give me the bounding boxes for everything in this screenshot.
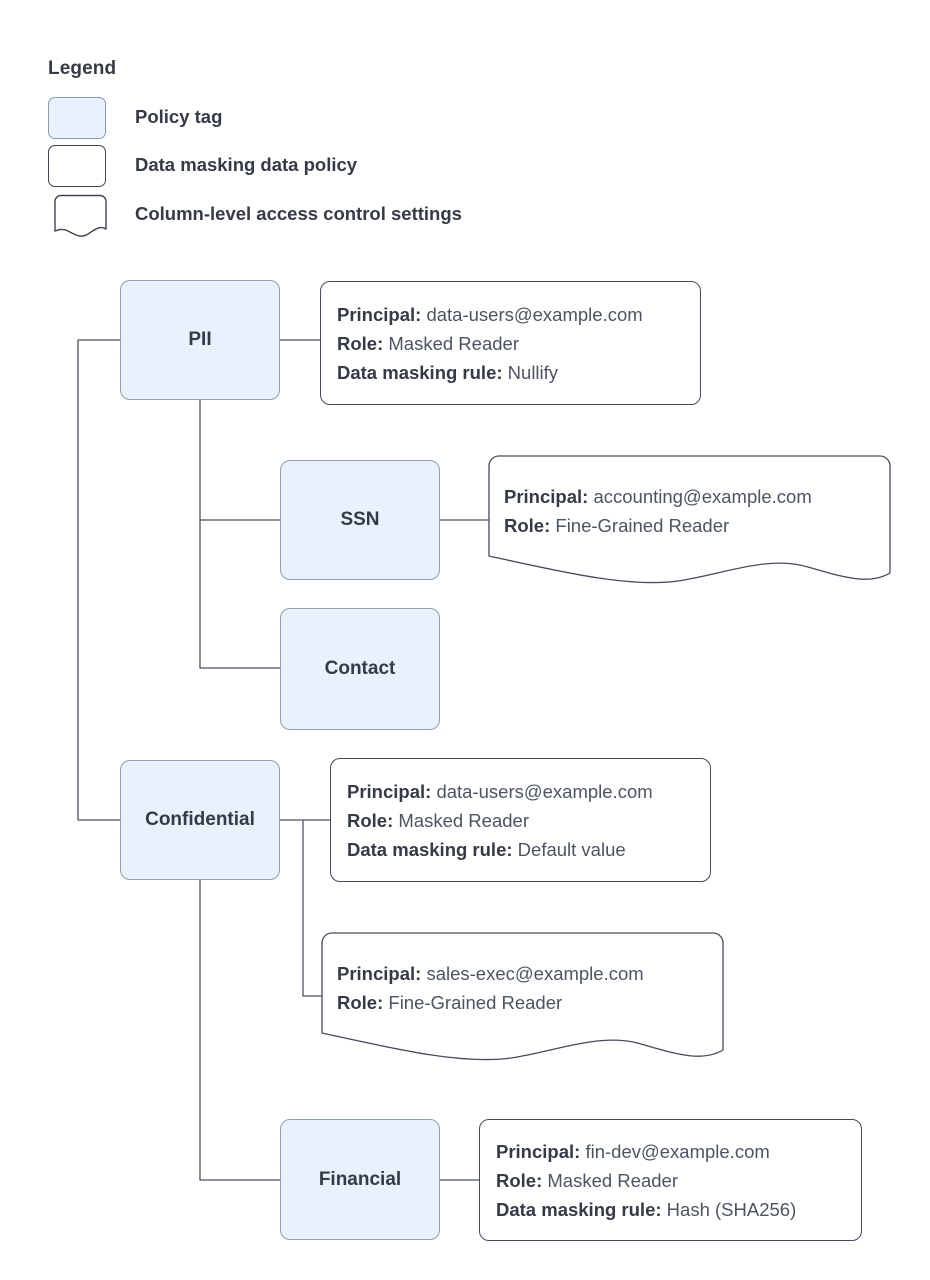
policy-key-role: Role:: [337, 332, 384, 354]
policy-tag-label-pii: PII: [188, 329, 212, 350]
policy-key-role: Role:: [337, 992, 384, 1013]
policy-value-role: Masked Reader: [388, 332, 519, 354]
policy-line-masking-rule: Data masking rule: Default value: [347, 835, 694, 864]
policy-tag-label-contact: Contact: [324, 658, 396, 679]
policy-tag-label-financial: Financial: [318, 1168, 402, 1190]
access-control-box-confidential[interactable]: Principal: sales-exec@example.com Role: …: [321, 932, 725, 1064]
policy-line-role: Role: Fine-Grained Reader: [337, 988, 644, 1017]
policy-line-masking-rule: Data masking rule: Hash (SHA256): [496, 1195, 845, 1224]
policy-tag-node-contact[interactable]: Contact: [280, 608, 440, 730]
policy-line-principal: Principal: sales-exec@example.com: [337, 959, 644, 988]
legend-label-data-masking-policy: Data masking data policy: [135, 154, 358, 175]
policy-tag-swatch-icon: [48, 97, 106, 139]
policy-line-principal: Principal: fin-dev@example.com: [496, 1137, 845, 1166]
policy-line-principal: Principal: data-users@example.com: [337, 300, 684, 329]
policy-value-principal: fin-dev@example.com: [585, 1140, 770, 1162]
policy-tag-node-financial[interactable]: Financial: [280, 1119, 440, 1240]
policy-value-masking-rule: Default value: [517, 838, 626, 860]
data-policy-text-pii: Principal: data-users@example.com Role: …: [321, 300, 700, 387]
data-policy-box-financial[interactable]: Principal: fin-dev@example.com Role: Mas…: [479, 1119, 862, 1241]
data-masking-policy-swatch-icon: [48, 145, 106, 187]
legend-label-policy-tag: Policy tag: [135, 106, 223, 127]
access-control-text-confidential: Principal: sales-exec@example.com Role: …: [337, 959, 644, 1017]
policy-key-masking-rule: Data masking rule:: [496, 1198, 662, 1220]
column-level-access-swatch-icon: [54, 194, 107, 237]
policy-line-role: Role: Masked Reader: [496, 1166, 845, 1195]
wire-pii-to-contact: [199, 520, 280, 669]
policy-line-role: Role: Masked Reader: [347, 806, 694, 835]
policy-line-principal: Principal: accounting@example.com: [504, 482, 812, 511]
legend-label-column-level-access: Column-level access control settings: [135, 203, 462, 224]
policy-value-principal: accounting@example.com: [593, 486, 812, 507]
policy-key-role: Role:: [347, 809, 394, 831]
policy-key-principal: Principal:: [337, 963, 422, 984]
access-control-shape-ssn: [488, 455, 891, 584]
policy-tag-label-confidential: Confidential: [145, 809, 255, 830]
access-control-shape-confidential: [321, 932, 724, 1061]
policy-value-role: Fine-Grained Reader: [388, 992, 563, 1013]
policy-key-principal: Principal:: [347, 780, 432, 802]
policy-tag-node-confidential[interactable]: Confidential: [120, 760, 280, 880]
data-policy-box-confidential[interactable]: Principal: data-users@example.com Role: …: [330, 758, 711, 882]
policy-line-role: Role: Masked Reader: [337, 329, 684, 358]
wire-pii-to-ssn: [199, 400, 280, 521]
legend-title: Legend: [48, 58, 117, 79]
policy-key-role: Role:: [496, 1169, 543, 1191]
policy-key-masking-rule: Data masking rule:: [337, 361, 503, 383]
data-policy-text-financial: Principal: fin-dev@example.com Role: Mas…: [480, 1137, 861, 1224]
policy-key-role: Role:: [504, 515, 551, 536]
policy-value-principal: data-users@example.com: [436, 780, 653, 802]
policy-value-role: Fine-Grained Reader: [555, 515, 730, 536]
policy-value-masking-rule: Hash (SHA256): [666, 1198, 797, 1220]
data-policy-box-pii[interactable]: Principal: data-users@example.com Role: …: [320, 281, 701, 405]
policy-key-masking-rule: Data masking rule:: [347, 838, 513, 860]
policy-key-principal: Principal:: [496, 1140, 581, 1162]
policy-key-principal: Principal:: [504, 486, 589, 507]
policy-line-masking-rule: Data masking rule: Nullify: [337, 358, 684, 387]
policy-tag-label-ssn: SSN: [340, 509, 380, 530]
policy-value-principal: sales-exec@example.com: [426, 963, 644, 984]
policy-line-principal: Principal: data-users@example.com: [347, 777, 694, 806]
policy-value-principal: data-users@example.com: [426, 303, 643, 325]
policy-value-masking-rule: Nullify: [507, 361, 559, 383]
wire-confidential-to-access: [302, 820, 322, 997]
wire-confidential-to-financial: [199, 880, 280, 1181]
access-control-text-ssn: Principal: accounting@example.com Role: …: [504, 482, 812, 540]
policy-tag-node-pii[interactable]: PII: [120, 280, 280, 400]
policy-tag-node-ssn[interactable]: SSN: [280, 460, 440, 580]
policy-value-role: Masked Reader: [547, 1169, 678, 1191]
wire-root-spine: [77, 339, 120, 821]
policy-line-role: Role: Fine-Grained Reader: [504, 511, 812, 540]
data-policy-text-confidential: Principal: data-users@example.com Role: …: [331, 777, 710, 864]
policy-key-principal: Principal:: [337, 303, 422, 325]
access-control-box-ssn[interactable]: Principal: accounting@example.com Role: …: [488, 455, 892, 587]
policy-value-role: Masked Reader: [398, 809, 529, 831]
